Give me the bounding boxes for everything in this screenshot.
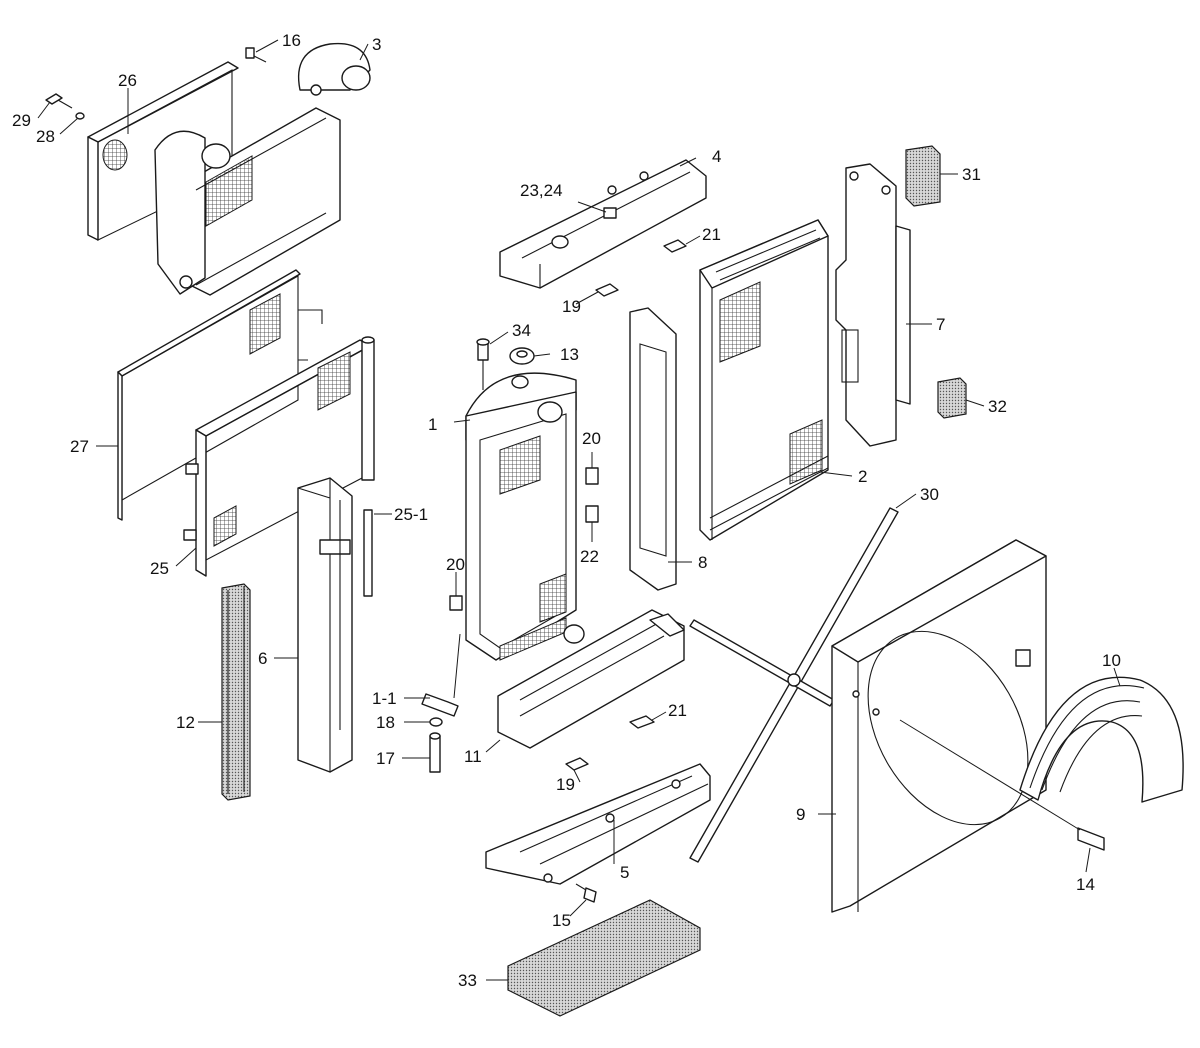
part-30-stay-rods [689,507,899,863]
callout-2: 2 [858,467,867,486]
part-3-intercooler [154,42,371,296]
callout-1: 1 [428,415,437,434]
part-18-o-ring [429,717,443,727]
callout-15: 15 [552,911,571,930]
part-27-frame-panel [117,269,323,521]
part-34-fitting [476,338,490,390]
part-12-seal-strip [221,583,251,801]
callout-14: 14 [1076,875,1095,894]
callout-31: 31 [962,165,981,184]
callout-28: 28 [36,127,55,146]
part-32-filter-pad [937,377,967,419]
callout-7: 7 [936,315,945,334]
part-15-bolt [575,883,597,903]
leader-lines [37,39,1121,981]
callout-18: 18 [376,713,395,732]
callout-4: 4 [712,147,721,166]
callout-16: 16 [282,31,301,50]
part-21-pad-top [663,239,687,253]
callout-21-lower: 21 [668,701,687,720]
part-9-fan-shroud [831,539,1047,913]
callout-32: 32 [988,397,1007,416]
part-1-1-drain-valve [421,693,459,717]
callout-21-top: 21 [702,225,721,244]
callout-8: 8 [698,553,707,572]
callout-5: 5 [620,863,629,882]
part-33-mat [507,899,701,1017]
part-20-pad-a [585,467,599,485]
callout-11: 11 [464,747,482,766]
part-16-bolt [245,47,267,63]
part-11-lower-tray [497,609,685,749]
callout-34: 34 [512,321,531,340]
part-29-wing-bolt [45,93,73,109]
callout-labels: 1 1-1 2 3 4 5 6 7 8 9 10 11 12 13 14 15 … [12,31,1121,990]
callout-17: 17 [376,749,395,768]
callout-30: 30 [920,485,939,504]
callout-27: 27 [70,437,89,456]
callout-13: 13 [560,345,579,364]
part-1-radiator [465,372,585,661]
callout-10: 10 [1102,651,1121,670]
callout-1-1: 1-1 [372,689,397,708]
callout-19-lower: 19 [556,775,575,794]
part-28-washer [75,112,85,120]
part-14-bolt [899,719,1105,851]
part-19-pad-lower [565,757,589,771]
part-31-filter-pad [905,145,941,207]
part-19-pad-top [595,283,619,297]
part-13-filler-cap [509,347,535,365]
callout-26: 26 [118,71,137,90]
callout-20-lower: 20 [446,555,465,574]
callout-25-1: 25-1 [394,505,428,524]
part-2-core [699,219,829,541]
part-20-pad-b [449,595,463,611]
callout-3: 3 [372,35,381,54]
callout-23-24: 23,24 [520,181,563,200]
part-25-1-rod [361,336,375,597]
callout-25: 25 [150,559,169,578]
part-5-base-bracket [485,763,711,885]
part-7-side-bracket [835,163,911,447]
part-10-fan-guard [1019,676,1184,803]
callout-22: 22 [580,547,599,566]
part-8-side-frame [629,307,677,591]
part-6-channel-bracket [297,477,353,773]
callout-33: 33 [458,971,477,990]
callout-20-upper: 20 [582,429,601,448]
callout-29: 29 [12,111,31,130]
callout-6: 6 [258,649,267,668]
callout-12: 12 [176,713,195,732]
callout-9: 9 [796,805,805,824]
part-21-pad-lower [629,715,655,729]
part-4-top-bracket [499,159,707,289]
part-22-pad [585,505,599,523]
callout-19-top: 19 [562,297,581,316]
part-17-hose [429,732,441,773]
